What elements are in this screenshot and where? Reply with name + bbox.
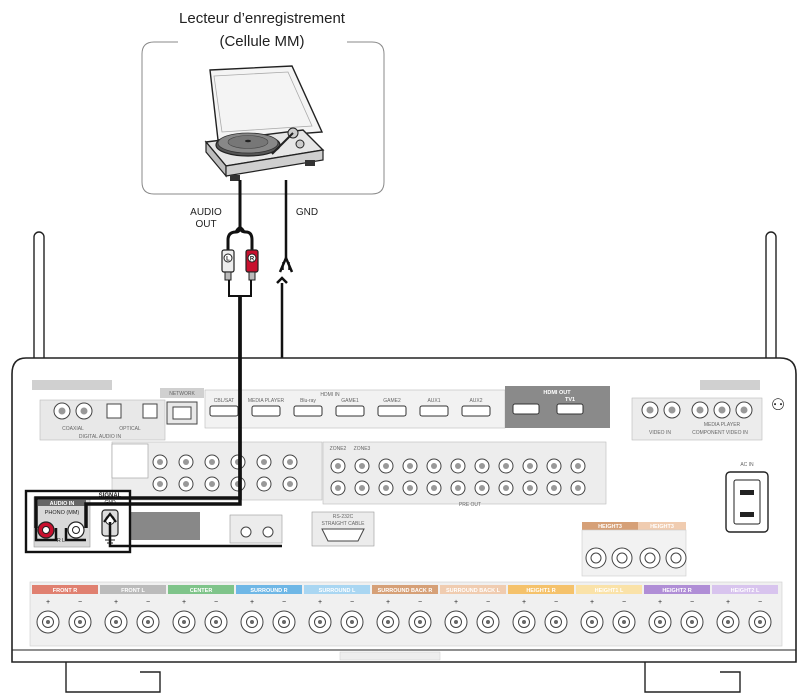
svg-text:+: + [182, 599, 186, 606]
coaxial-label: COAXIAL [62, 426, 84, 432]
ac-in-label: AC IN [740, 462, 754, 468]
hdmi-port-label: CBL/SAT [214, 398, 234, 404]
device-title-line2: (Cellule MM) [219, 33, 304, 50]
svg-text:+: + [658, 599, 662, 606]
svg-text:+: + [250, 599, 254, 606]
svg-text:−: − [554, 599, 558, 606]
hdmi-port [378, 406, 406, 416]
phono-label-line2: PHONO (MM) [45, 510, 80, 516]
network-label: NETWORK [169, 391, 195, 397]
svg-text:⚇: ⚇ [771, 397, 785, 414]
component-video-in-label: COMPONENT VIDEO IN [692, 430, 748, 436]
zone2-label: ZONE2 [330, 446, 347, 452]
svg-text:+: + [590, 599, 594, 606]
audio-out-label-line2: OUT [195, 219, 216, 230]
svg-text:−: − [622, 599, 626, 606]
speaker-group-label: HEIGHT1 R [526, 588, 555, 594]
svg-text:−: − [214, 599, 218, 606]
hdmi-port [336, 406, 364, 416]
hdmi-port-label: MEDIA PLAYER [248, 398, 285, 404]
cable-break-bracket [229, 280, 251, 296]
rca-cable-top [228, 180, 252, 252]
svg-text:−: − [418, 599, 422, 606]
phono-label-line1: AUDIO IN [50, 501, 75, 507]
svg-text:+: + [46, 599, 50, 606]
ac-inlet: AC IN [726, 462, 768, 532]
rs232c-label: RS-232C [333, 514, 354, 520]
svg-text:+: + [522, 599, 526, 606]
hdmi-port [210, 406, 238, 416]
hdmi-port [252, 406, 280, 416]
svg-text:−: − [690, 599, 694, 606]
svg-text:−: − [486, 599, 490, 606]
speaker-group-label: SURROUND BACK L [446, 588, 501, 594]
straight-cable-label: STRAIGHT CABLE [322, 521, 366, 527]
speaker-group-label: SURROUND R [250, 588, 287, 594]
tv1-label: TV1 [565, 397, 575, 403]
hdmi-port-label: GAME2 [383, 398, 401, 404]
right-plug-letter: R [250, 257, 255, 263]
svg-text:+: + [318, 599, 322, 606]
network-port: NETWORK [160, 388, 204, 424]
speaker-group-label: SURROUND L [319, 588, 356, 594]
svg-text:R L: R L [57, 538, 65, 544]
video-in-label: VIDEO IN [649, 430, 671, 436]
svg-text:+: + [454, 599, 458, 606]
hdmi-port-label: AUX2 [469, 398, 482, 404]
speaker-group-label: HEIGHT2 L [731, 588, 760, 594]
digital-audio-in-label: DIGITAL AUDIO IN [79, 434, 122, 440]
pre-out-label: PRE OUT [459, 502, 481, 508]
speaker-group-label: HEIGHT1 L [595, 588, 624, 594]
speaker-group-label: HEIGHT2 R [662, 588, 691, 594]
hdmi-port [294, 406, 322, 416]
audio-out-label-line1: AUDIO [190, 207, 222, 218]
hdmi-port-label: AUX1 [427, 398, 440, 404]
rca-plug-left: L [222, 250, 234, 280]
gnd-label: GND [296, 207, 318, 218]
rca-plug-right: R [246, 250, 258, 280]
speaker-terminal-strip: FRONT R+−FRONT L+−CENTER+−SURROUND R+−SU… [30, 582, 782, 646]
optical-label: OPTICAL [119, 426, 141, 432]
hdmi-port [462, 406, 490, 416]
svg-text:+: + [726, 599, 730, 606]
hdmi-in-label: HDMI IN [320, 392, 340, 398]
svg-text:−: − [146, 599, 150, 606]
svg-text:−: − [758, 599, 762, 606]
hdmi-out-label: HDMI OUT [543, 390, 571, 396]
height3-label: HEIGHT3 [598, 524, 622, 530]
hdmi-in-panel: HDMI IN CBL/SAT MEDIA PLAYER Blu-ray GAME1 G… [205, 390, 505, 428]
zone3-label: ZONE3 [354, 446, 371, 452]
speaker-group-label: FRONT L [121, 588, 145, 594]
device-title-line1: Lecteur d’enregistrement [179, 10, 346, 27]
speaker-group-label: CENTER [190, 588, 213, 594]
hdmi-out-panel: HDMI OUT TV1 [505, 386, 610, 428]
hdmi-port-label: GAME1 [341, 398, 359, 404]
speaker-group-label: FRONT R [53, 588, 77, 594]
speaker-group-label: SURROUND BACK R [378, 588, 433, 594]
svg-text:−: − [78, 599, 82, 606]
hdmi-port [420, 406, 448, 416]
svg-text:+: + [114, 599, 118, 606]
hdmi-port-label: Blu-ray [300, 398, 316, 404]
svg-text:−: − [350, 599, 354, 606]
turntable-icon [206, 66, 323, 181]
height3-terminals: HEIGHT3 HEIGHT3 [582, 522, 686, 576]
svg-text:+: + [386, 599, 390, 606]
height3-label: HEIGHT3 [650, 524, 674, 530]
media-player-label: MEDIA PLAYER [704, 422, 741, 428]
left-plug-letter: L [226, 257, 230, 263]
svg-text:−: − [282, 599, 286, 606]
